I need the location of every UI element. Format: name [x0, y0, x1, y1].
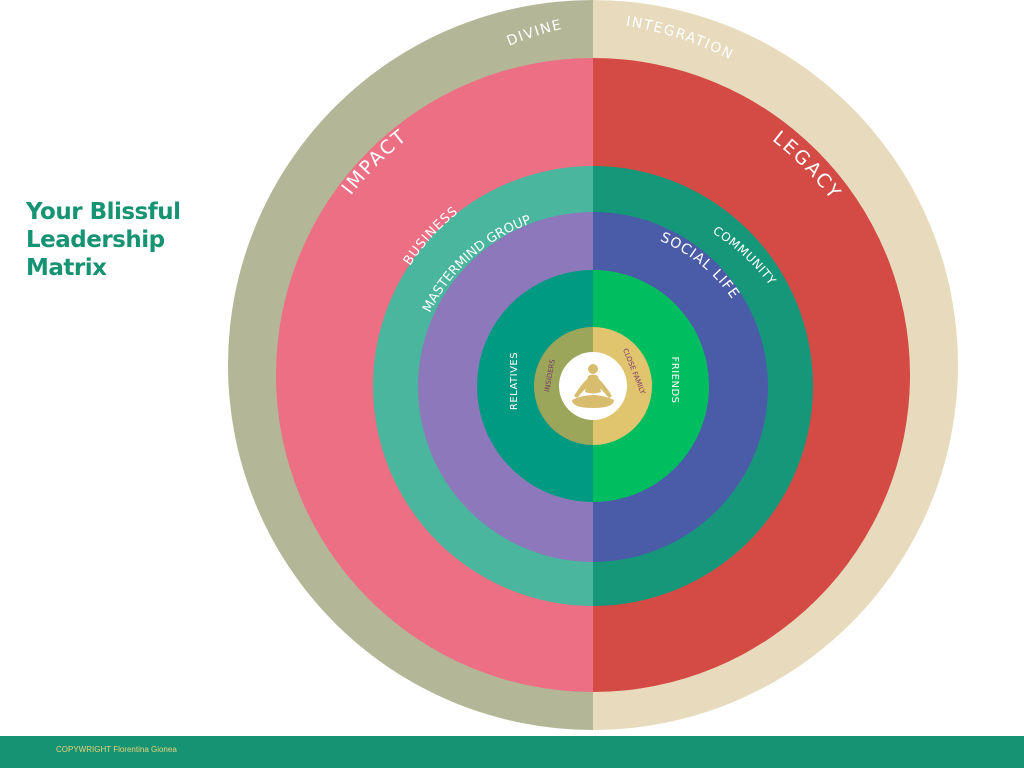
meditation-icon — [572, 364, 614, 408]
friends-label: FRIENDS — [669, 357, 680, 404]
relatives-label: RELATIVES — [509, 352, 520, 410]
footer-bar: COPYWRIGHT Florentina Gionea — [0, 736, 1024, 768]
title-line-2: Leadership — [26, 227, 165, 253]
leadership-matrix-diagram: DIVINE INTEGRATION IMPACT LEGACY BUSINES… — [228, 0, 958, 730]
title-line-1: Your Blissful — [26, 199, 181, 225]
page-title: Your Blissful Leadership Matrix — [26, 198, 181, 282]
copyright-text: COPYWRIGHT Florentina Gionea — [56, 745, 177, 754]
title-line-3: Matrix — [26, 255, 107, 281]
